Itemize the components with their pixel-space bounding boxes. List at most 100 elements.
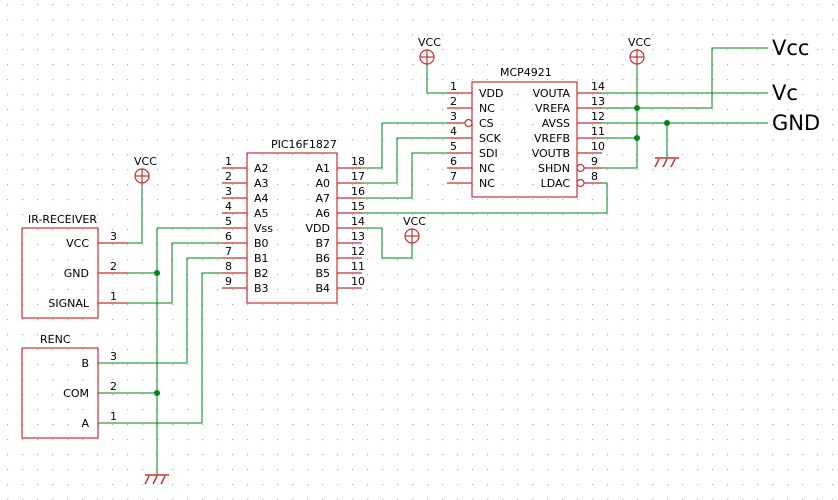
power-label: VCC (134, 155, 157, 168)
wire-vrefa[interactable] (577, 47, 768, 109)
wire-ir-vcc[interactable] (128, 183, 143, 244)
pin-label: VDD (306, 222, 330, 235)
pin-number: 8 (591, 170, 598, 183)
pin-number: 12 (351, 245, 365, 258)
pin-label: B0 (254, 237, 269, 250)
pin-label: NC (479, 177, 495, 190)
pin-number: 7 (450, 170, 457, 183)
pin-label: A1 (315, 162, 330, 175)
inversion-bubble (576, 163, 585, 173)
pin-number: 16 (351, 185, 365, 198)
wire-vcc-right[interactable] (587, 63, 638, 169)
pin-number: 10 (351, 275, 365, 288)
power-vcc-ir: VCC (134, 155, 157, 184)
junctions (154, 105, 670, 396)
pin-label: VDD (479, 87, 503, 100)
pin-number: 8 (225, 260, 232, 273)
pin-number: 6 (225, 230, 232, 243)
pin-label: B7 (315, 237, 330, 250)
pin-number: 4 (450, 125, 457, 138)
pin-label: VREFB (534, 132, 570, 145)
part-name: PIC16F1827 (271, 138, 337, 151)
power-vcc-pic: VCC (403, 215, 426, 244)
pin-label: A5 (254, 207, 269, 220)
pin-number: 3 (110, 230, 117, 243)
pin-label: B3 (254, 282, 269, 295)
pin-number: 1 (225, 155, 232, 168)
junction-vrefa (634, 105, 640, 111)
pin-label: GND (64, 267, 89, 280)
junction-avss (664, 120, 670, 126)
pin-number: 4 (225, 200, 232, 213)
junction-ir-gnd (154, 270, 160, 276)
pin-label: VOUTA (533, 87, 571, 100)
ir-receiver-part[interactable]: IR-RECEIVER 3 VCC 2 GND 1 SIGNAL (21, 213, 128, 319)
pin-number: 13 (351, 230, 365, 243)
pin-label: B4 (315, 282, 330, 295)
pin-label: A0 (315, 177, 330, 190)
net-label-gnd: GND (772, 111, 820, 135)
ground-symbol-avss (654, 157, 679, 168)
part-name: IR-RECEIVER (28, 213, 97, 226)
pin-label: NC (479, 162, 495, 175)
wire-sdi[interactable] (337, 152, 472, 199)
wire-pic-vdd[interactable] (337, 227, 413, 259)
pin-number: 5 (225, 215, 232, 228)
pin-label: A6 (315, 207, 330, 220)
pin-number: 15 (351, 200, 365, 213)
pin-label: CS (479, 117, 494, 130)
pin-number: 14 (351, 215, 365, 228)
net-label-vcc: Vcc (772, 36, 809, 60)
pin-label: COM (63, 387, 89, 400)
pin-number: 1 (110, 410, 117, 423)
inversion-bubble (464, 118, 473, 128)
wire-renc-b[interactable] (98, 257, 247, 364)
pin-label: B2 (254, 267, 269, 280)
pin-number: 9 (225, 275, 232, 288)
pin-number: 3 (450, 110, 457, 123)
pin-number: 12 (591, 110, 605, 123)
part-name: MCP4921 (500, 66, 552, 79)
pin-number: 7 (225, 245, 232, 258)
part-name: RENC (40, 333, 71, 346)
pin-label: VCC (66, 237, 89, 250)
power-label: VCC (403, 215, 426, 228)
pin-number: 2 (450, 95, 457, 108)
pin-number: 3 (225, 185, 232, 198)
pin-label: SHDN (538, 162, 570, 175)
pic16f1827-part[interactable]: PIC16F1827 1A22A33A44A55Vss6B07B18B29B3 … (222, 138, 365, 304)
pin-label: A7 (315, 192, 330, 205)
pin-label: LDAC (541, 177, 571, 190)
junction-renc-com (154, 390, 160, 396)
pin-number: 14 (591, 80, 605, 93)
power-vcc-right: VCC (628, 36, 651, 65)
pin-number: 17 (351, 170, 365, 183)
inversion-bubble (576, 178, 585, 188)
renc-part[interactable]: RENC 3 B 2 COM 1 A (21, 333, 117, 439)
wire-ir-signal[interactable] (128, 242, 247, 304)
pin-number: 9 (591, 155, 598, 168)
net-label-vc: Vc (772, 81, 798, 105)
power-label: VCC (628, 36, 651, 49)
pin-number: 10 (591, 140, 605, 153)
pin-label: SIGNAL (48, 297, 90, 310)
pin-label: SCK (479, 132, 502, 145)
pin-number: 5 (450, 140, 457, 153)
pin-number: 13 (591, 95, 605, 108)
pin-label: A3 (254, 177, 269, 190)
ground-symbol-main (144, 474, 169, 485)
pin-label: B6 (315, 252, 330, 265)
pin-label: Vss (254, 222, 273, 235)
pin-number: 11 (351, 260, 365, 273)
junction-vrefb (634, 135, 640, 141)
pin-number: 2 (110, 380, 117, 393)
wire-sck[interactable] (337, 137, 472, 184)
pin-label: VOUTB (532, 147, 570, 160)
pin-label: B5 (315, 267, 330, 280)
